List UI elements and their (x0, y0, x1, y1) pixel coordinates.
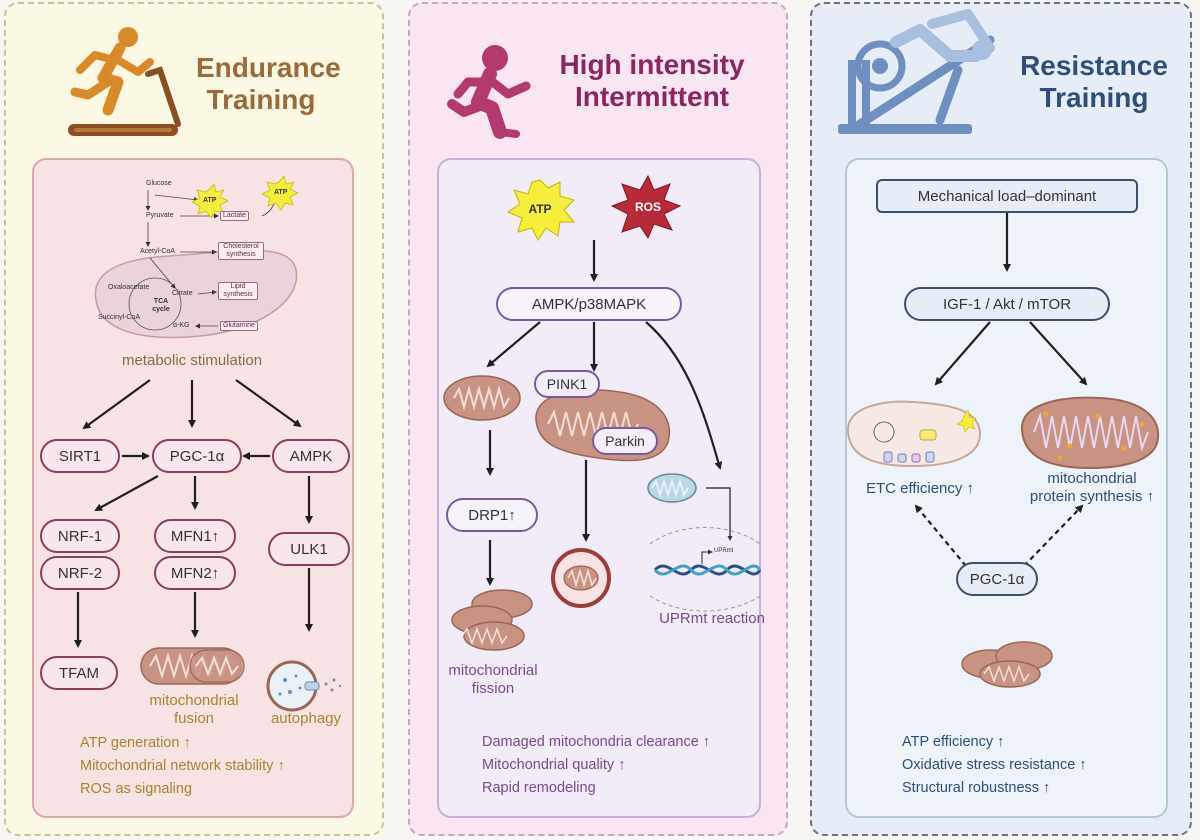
treadmill-runner-icon (68, 27, 181, 136)
protein-synthesis-mitochondrion (1020, 396, 1160, 470)
resistance-title-line2: Training (1039, 82, 1149, 113)
hiit-title: High intensity Intermittent (552, 49, 752, 113)
etc-mitochondrion (846, 400, 982, 468)
mfn1-node: MFN1↑ (154, 519, 236, 553)
drp1-node: DRP1↑ (446, 498, 538, 532)
sirt1-node: SIRT1 (40, 439, 120, 473)
hiit-summary-3: Rapid remodeling (482, 780, 596, 796)
endurance-title: Endurance Training (196, 52, 341, 116)
hiit-title-line2: Intermittent (575, 81, 729, 112)
glucose-label: Glucose (146, 180, 172, 187)
mitochondrial-fusion-label: mitochondrial fusion (134, 692, 254, 728)
uprmt-reaction-label: UPRmt reaction (659, 610, 765, 627)
resistance-summary-1: ATP efficiency ↑ (902, 734, 1005, 750)
atp-burst-icon (191, 175, 299, 219)
resistance-title-line1: Resistance (1020, 50, 1168, 81)
etc-efficiency-label: ETC efficiency ↑ (865, 480, 975, 497)
tca-cycle-label: TCA cycle (152, 298, 170, 313)
citrate-label: Citrate (172, 290, 193, 297)
dna-helix-icon (649, 527, 762, 612)
endurance-arrows (74, 379, 313, 648)
resistance-title: Resistance Training (1016, 50, 1172, 114)
fission-label-line2: fission (471, 680, 515, 697)
hiit-title-line1: High intensity (559, 49, 745, 80)
hiit-summary-1: Damaged mitochondria clearance ↑ (482, 734, 711, 750)
metabolic-stimulation-label: metabolic stimulation (121, 352, 263, 369)
atp-label-1: ATP (203, 197, 217, 204)
resistance-mitochondria-cluster (961, 641, 1053, 688)
metabolic-arrows (145, 189, 280, 329)
nrf2-node: NRF-2 (40, 556, 120, 590)
cholesterol-box: Cholesterol synthesis (218, 242, 264, 260)
hiit-arrows (486, 240, 733, 586)
fused-mitochondria (140, 647, 245, 685)
fission-label-line1: mitochondrial (448, 662, 538, 679)
akg-label: α-KG (173, 322, 190, 329)
hiit-summary: Damaged mitochondria clearance ↑ Mitocho… (482, 731, 710, 800)
fusion-label-line1: mitochondrial (149, 692, 239, 709)
atp-text: ATP (528, 202, 552, 216)
pgc1a-node: PGC-1α (152, 439, 242, 473)
fission-mitochondria (451, 589, 533, 651)
endurance-summary-3: ROS as signaling (80, 781, 193, 797)
resistance-summary: ATP efficiency ↑ Oxidative stress resist… (902, 731, 1087, 800)
autophagy-label: autophagy (270, 710, 342, 727)
endurance-summary: ATP generation ↑ Mitochondrial network s… (80, 732, 285, 801)
mechanical-load-node: Mechanical load–dominant (876, 179, 1138, 213)
hiit-summary-2: Mitochondrial quality ↑ (482, 757, 626, 773)
succinyl-coa-label: Succinyl-CoA (98, 314, 141, 321)
fusion-label-line2: fusion (173, 710, 215, 727)
hiit-mitochondrion-1 (443, 375, 521, 421)
atp-label-2: ATP (274, 189, 288, 196)
resistance-dashed-arrows (914, 504, 1084, 567)
pgc1a-resistance-node: PGC-1α (956, 562, 1038, 596)
leg-press-icon (838, 9, 995, 134)
mitochondrial-fission-label: mitochondrial fission (440, 662, 546, 698)
resistance-summary-3: Structural robustness ↑ (902, 780, 1051, 796)
ampk-p38mapk-node: AMPK/p38MAPK (496, 287, 682, 321)
igf1-akt-mtor-node: IGF-1 / Akt / mTOR (904, 287, 1110, 321)
nrf1-node: NRF-1 (40, 519, 120, 553)
protein-synthesis-label: mitochondrial protein synthesis ↑ (1012, 470, 1172, 506)
endurance-title-line2: Training (206, 84, 316, 115)
ros-burst-icon (610, 174, 682, 240)
ros-text: ROS (634, 200, 661, 214)
lactate-box: Lactate (220, 211, 249, 221)
small-mitochondrion-blue (647, 473, 697, 503)
parkin-node: Parkin (592, 427, 658, 455)
uprmt-tag: UPRmt (714, 548, 734, 554)
ampk-node: AMPK (272, 439, 350, 473)
ulk1-node: ULK1 (268, 532, 350, 566)
endurance-title-line1: Endurance (196, 52, 341, 83)
glutamine-box: Glutamine (220, 321, 258, 331)
endurance-summary-1: ATP generation ↑ (80, 735, 191, 751)
pyruvate-label: Pyruvate (146, 212, 174, 219)
protein-label-line2: protein synthesis ↑ (1029, 488, 1155, 505)
mitophagy-vesicle-icon (551, 548, 611, 608)
mfn2-node: MFN2↑ (154, 556, 236, 590)
pink1-node: PINK1 (534, 370, 600, 398)
resistance-arrows (934, 212, 1088, 386)
autophagosome-icon (266, 660, 342, 712)
endurance-summary-2: Mitochondrial network stability ↑ (80, 758, 285, 774)
tfam-node: TFAM (40, 656, 118, 690)
oxaloacetate-label: Oxaloacetate (108, 284, 150, 291)
runner-icon (447, 45, 531, 139)
protein-label-line1: mitochondrial (1047, 470, 1137, 487)
atp-burst-large-icon (506, 179, 576, 241)
acetyl-coa-label: Acetyl-CoA (140, 248, 176, 255)
resistance-summary-2: Oxidative stress resistance ↑ (902, 757, 1087, 773)
lipid-synthesis-box: Lipid synthesis (218, 282, 258, 300)
metabolic-mitochondrion (94, 249, 298, 339)
